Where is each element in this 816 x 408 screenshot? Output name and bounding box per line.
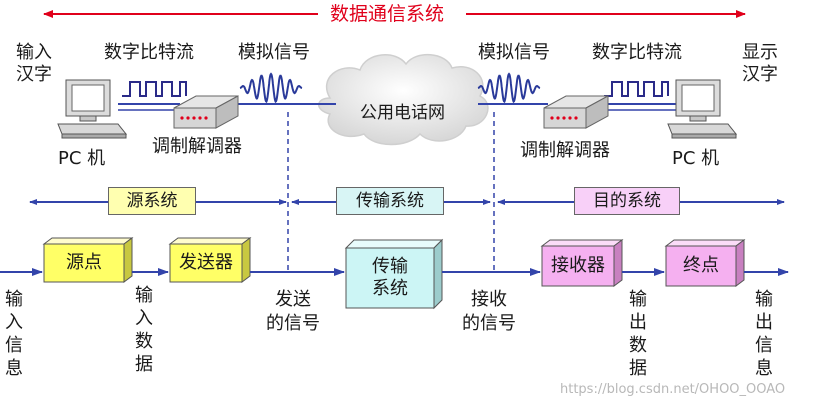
source-point-block: 源点	[66, 252, 102, 273]
sent-signal-label: 发送 的信号	[266, 289, 320, 334]
block-shapes	[42, 237, 746, 310]
destination-point-block: 终点	[683, 255, 719, 276]
watermark-text: https://blog.csdn.net/OHOO_OOAO	[560, 382, 786, 397]
display-chars-label: 显示 汉字	[742, 42, 778, 85]
digital-wave-left	[122, 81, 187, 97]
analog-signal-left-label: 模拟信号	[238, 42, 310, 63]
received-signal-label: 接收 的信号	[462, 289, 516, 334]
modem-left-icon	[173, 95, 239, 129]
modem-right-label: 调制解调器	[520, 140, 610, 161]
analog-wave-right	[477, 72, 541, 104]
pc-left-label: PC 机	[58, 148, 106, 169]
destination-system-label: 目的系统	[574, 187, 680, 215]
modem-left-label: 调制解调器	[152, 136, 242, 157]
input-info-label: 输入信息	[5, 289, 23, 379]
pc-right-label: PC 机	[672, 148, 720, 169]
digital-bitstream-left-label: 数字比特流	[104, 42, 194, 63]
output-data-label: 输出数据	[629, 289, 647, 379]
input-data-label: 输入数据	[135, 285, 153, 375]
digital-bitstream-right-label: 数字比特流	[592, 42, 682, 63]
cloud-icon	[318, 53, 489, 146]
digital-wave-right	[604, 81, 669, 97]
transmission-system-label: 传输系统	[336, 187, 444, 215]
diagram-title: 数据通信系统	[330, 3, 445, 25]
receiver-block: 接收器	[551, 255, 605, 276]
pc-left-icon	[57, 79, 128, 139]
modem-right-icon	[543, 95, 609, 129]
input-chars-label: 输入 汉字	[16, 42, 52, 85]
output-info-label: 输出信息	[755, 289, 773, 379]
analog-wave-left	[239, 72, 303, 104]
transmission-system-block: 传输 系统	[372, 256, 408, 299]
analog-signal-right-label: 模拟信号	[478, 42, 550, 63]
top-signal-line	[118, 103, 676, 111]
public-phone-network-label: 公用电话网	[360, 103, 445, 123]
source-system-label: 源系统	[108, 187, 196, 215]
transmitter-block: 发送器	[179, 252, 233, 273]
pc-right-icon	[667, 79, 738, 139]
